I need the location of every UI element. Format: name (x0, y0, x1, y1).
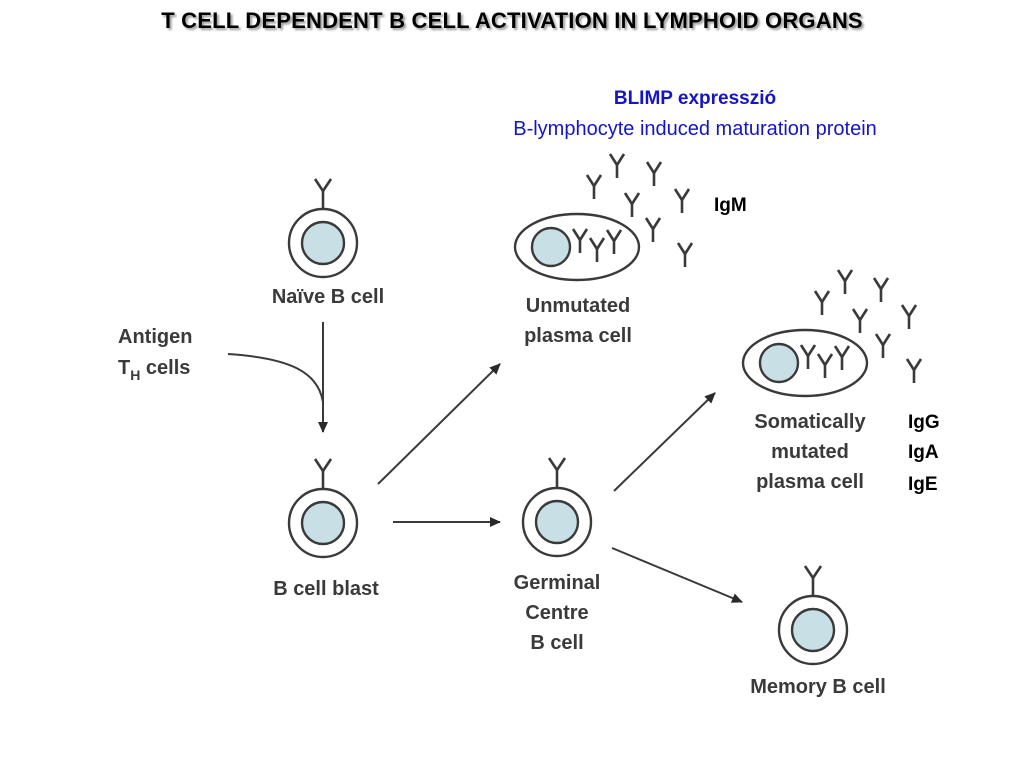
b-cell-blast-label: B cell blast (273, 578, 379, 600)
germinal-centre-b-cell (521, 456, 593, 558)
naive-b-cell (287, 177, 359, 279)
antigen-label: Antigen (118, 326, 192, 348)
arrow-blast-to-plasma (377, 363, 501, 485)
th-cells-label: TH cells (118, 357, 190, 383)
germinal-label-line3: B cell (530, 632, 583, 654)
blimp-subtitle: B-lymphocyte induced maturation protein (513, 118, 877, 140)
isotype-iga-label: IgA (908, 442, 939, 463)
blimp-heading: BLIMP expresszió (613, 88, 777, 109)
unmutated-plasma-label-line2: plasma cell (524, 325, 632, 347)
memory-b-cell (777, 564, 849, 666)
unmutated-plasma-cell (513, 212, 641, 282)
somatic-plasma-label-line1: Somatically (754, 411, 866, 433)
naive-b-cell-label: Naïve B cell (272, 286, 384, 308)
somatic-plasma-label-line3: plasma cell (756, 471, 864, 493)
slide-title: T CELL DEPENDENT B CELL ACTIVATION IN LY… (161, 8, 863, 33)
isotype-igg-label: IgG (908, 412, 940, 433)
isotype-igm-label: IgM (714, 195, 747, 216)
unmutated-plasma-label-line1: Unmutated (526, 295, 630, 317)
arrow-germinal-to-somatic (613, 392, 716, 492)
germinal-label-line1: Germinal (514, 572, 601, 594)
antigen-input-curve (227, 353, 324, 403)
somatic-plasma-cell (741, 328, 869, 398)
somatic-plasma-label-line2: mutated (771, 441, 849, 463)
b-cell-blast (287, 457, 359, 559)
isotype-ige-label: IgE (908, 474, 938, 495)
arrow-germinal-to-memory (611, 547, 743, 603)
memory-b-cell-label: Memory B cell (750, 676, 886, 698)
germinal-label-line2: Centre (525, 602, 588, 624)
